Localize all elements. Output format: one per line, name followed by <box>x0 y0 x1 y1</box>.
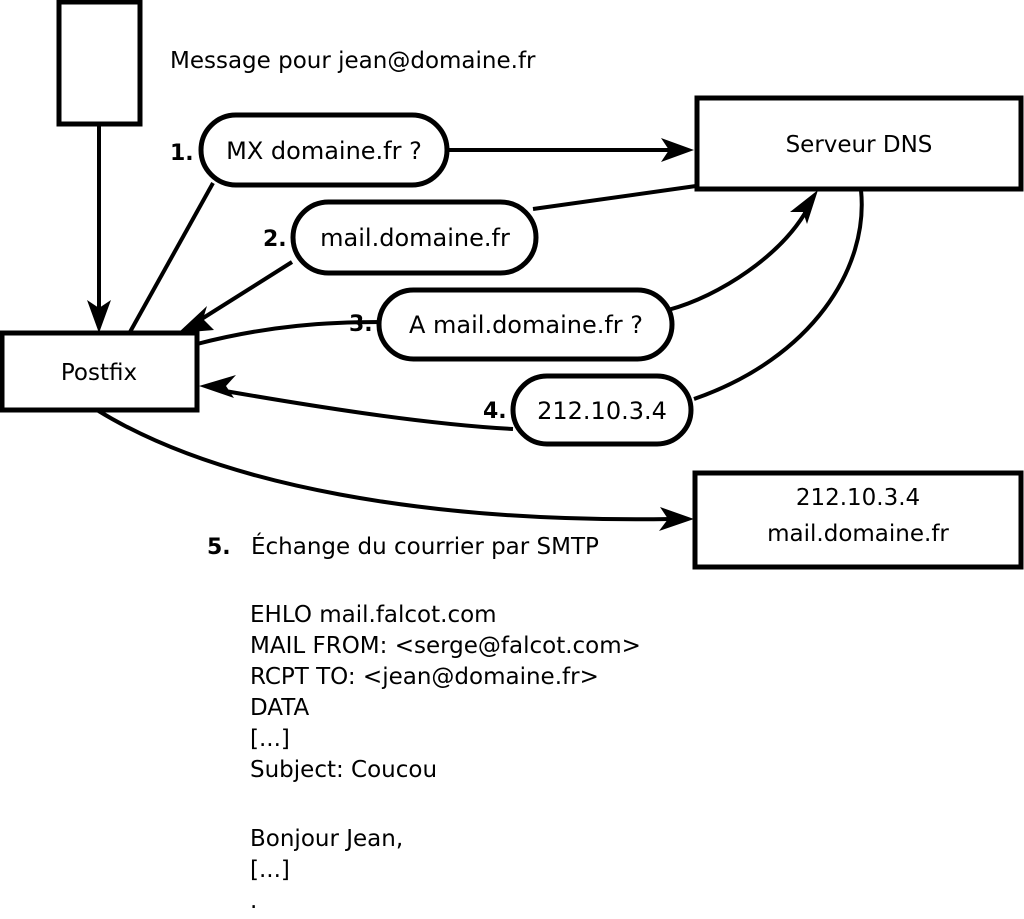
edge-client-to-postfix <box>87 124 111 333</box>
smtp-line-4: DATA <box>250 695 310 721</box>
smtp-line-6: Subject: Coucou <box>250 757 437 783</box>
bubble-3[interactable] <box>376 287 675 362</box>
edge-bubble1-to-dns <box>448 138 694 162</box>
bubble-1-label: MX domaine.fr ? <box>226 137 422 165</box>
dns-server-box[interactable] <box>694 95 1024 192</box>
edge-postfix-to-bubble3 <box>196 320 382 346</box>
diagram-title: Message pour jean@domaine.fr <box>170 48 536 74</box>
postfix-box[interactable] <box>0 330 200 413</box>
smtp-line-9: [...] <box>250 857 290 883</box>
remote-mail-server-box[interactable] <box>692 470 1024 570</box>
bubble-4-label: 212.10.3.4 <box>537 397 667 425</box>
edge-bubble2-to-postfix <box>178 260 294 333</box>
bubble-4[interactable] <box>510 373 694 447</box>
postfix-label: Postfix <box>61 360 137 386</box>
step-5-caption: Échange du courrier par SMTP <box>251 532 599 560</box>
edge-dns-to-bubble4 <box>693 189 864 401</box>
smtp-line-10: . <box>250 888 257 914</box>
step-number-1: 1. <box>170 141 194 166</box>
smtp-line-5: [...] <box>250 726 290 752</box>
bubble-2-label: mail.domaine.fr <box>320 224 510 252</box>
step-number-3: 3. <box>349 312 373 337</box>
edge-dns-to-bubble2 <box>532 184 697 211</box>
bubble-1[interactable] <box>198 112 450 188</box>
bubble-2[interactable] <box>290 199 539 276</box>
step-number-5: 5. <box>207 535 231 560</box>
remote-mail-server-line2: mail.domaine.fr <box>767 521 949 547</box>
step-number-4: 4. <box>483 399 507 424</box>
edge-bubble3-to-dns <box>667 190 818 312</box>
smtp-line-2: MAIL FROM: <serge@falcot.com> <box>250 633 641 659</box>
smtp-line-3: RCPT TO: <jean@domaine.fr> <box>250 664 599 690</box>
dns-server-label: Serveur DNS <box>786 132 933 158</box>
remote-mail-server-line1: 212.10.3.4 <box>796 485 920 511</box>
client-box[interactable] <box>56 0 143 127</box>
edge-postfix-to-mailserver <box>95 408 694 531</box>
edge-postfix-to-bubble1 <box>128 182 215 333</box>
edge-bubble4-to-postfix <box>199 375 514 431</box>
smtp-line-8: Bonjour Jean, <box>250 826 403 852</box>
smtp-line-1: EHLO mail.falcot.com <box>250 602 497 628</box>
bubble-3-label: A mail.domaine.fr ? <box>409 311 643 339</box>
step-number-2: 2. <box>263 227 287 252</box>
